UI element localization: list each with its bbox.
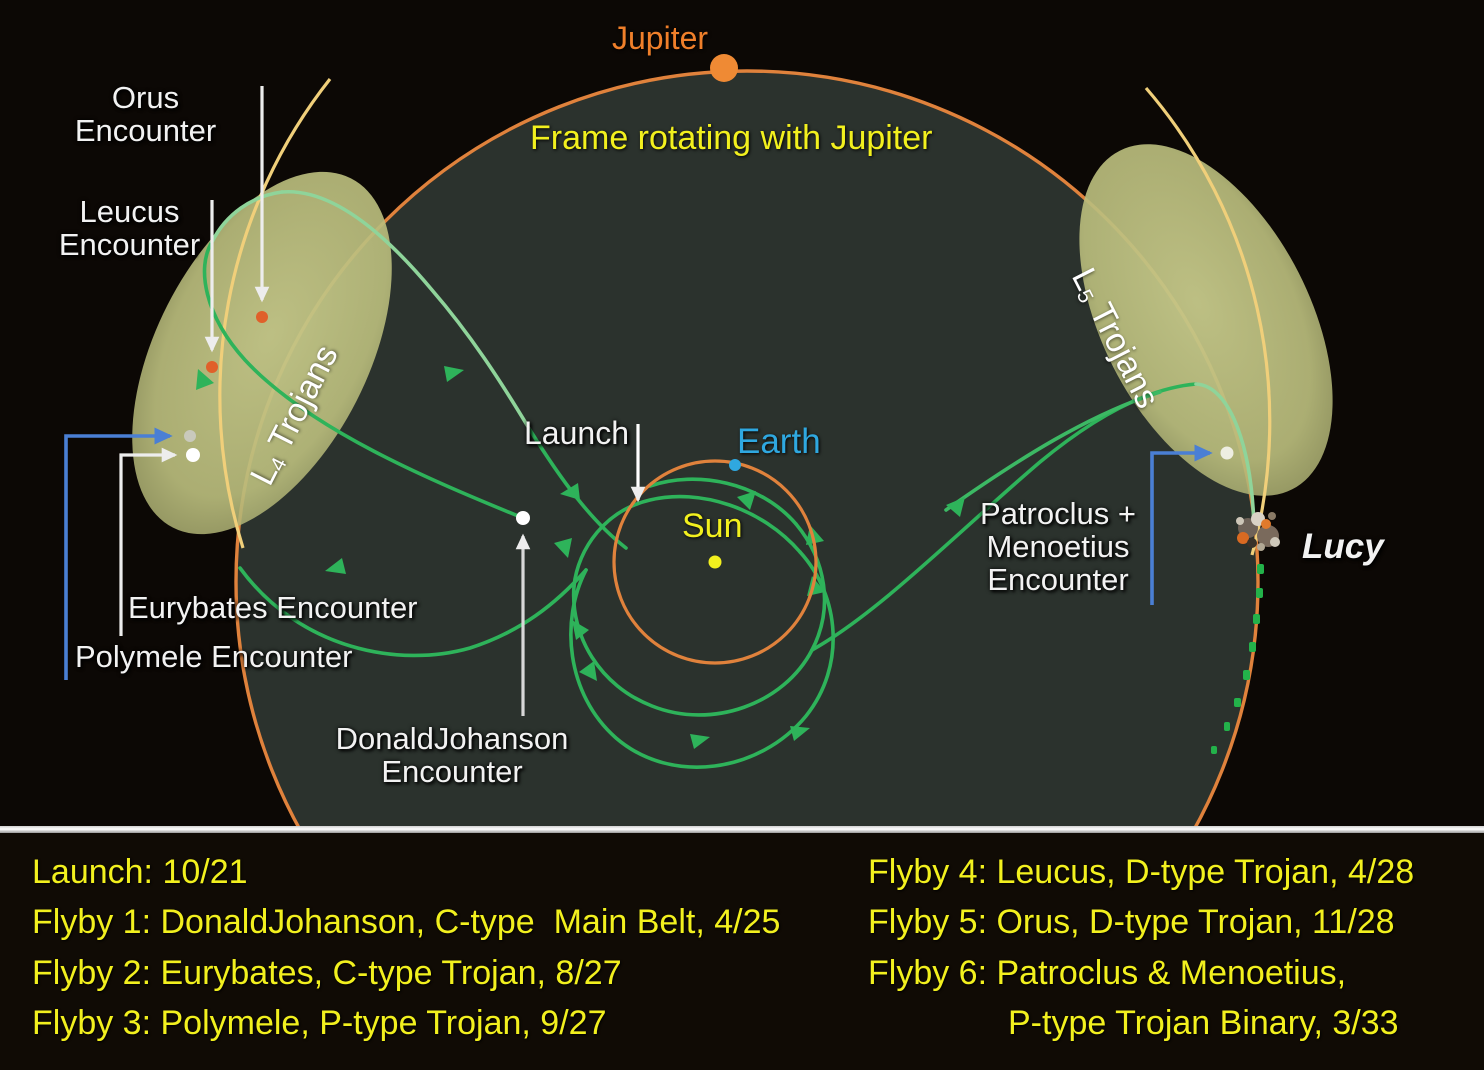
- jupiter-orbit-interior: [236, 71, 1258, 833]
- panel-divider: [0, 826, 1484, 833]
- legend-item: Flyby 2: Eurybates, C-type Trojan, 8/27: [32, 953, 622, 992]
- lucy-trajectory-path: [202, 190, 1256, 769]
- legend-item: Flyby 4: Leucus, D-type Trojan, 4/28: [868, 853, 1415, 891]
- eurybates-leader-line: [119, 447, 178, 636]
- jupiter-marker: [710, 54, 738, 82]
- orus-encounter-label: Orus Encounter: [74, 80, 217, 148]
- orus-encounter-marker: [256, 311, 268, 323]
- l5-swarm-arc: [1144, 86, 1272, 556]
- donaldjohanson-encounter-marker: [516, 511, 530, 525]
- diagram-panel: Orus Encounter Leucus Encounter Eurybate…: [58, 20, 1384, 833]
- polymele-encounter-label: Polymele Encounter: [75, 639, 353, 674]
- patroclus-menoetius-encounter-label: Patroclus + Menoetius Encounter: [980, 496, 1136, 597]
- frame-rotating-label: Frame rotating with Jupiter: [530, 119, 933, 157]
- polymele-encounter-marker: [184, 430, 196, 442]
- sun-label: Sun: [682, 507, 743, 545]
- eurybates-encounter-label: Eurybates Encounter: [128, 590, 418, 625]
- earth-orbit-path: [612, 459, 818, 665]
- launch-label: Launch: [524, 415, 629, 451]
- leucus-encounter-marker: [206, 361, 218, 373]
- l4-swarm-arc: [218, 78, 332, 549]
- leucus-encounter-label: Leucus Encounter: [58, 194, 201, 262]
- polymele-leader-line: [64, 427, 173, 680]
- legend-item: Flyby 6: Patroclus & Menoetius,: [868, 953, 1347, 992]
- legend-item: Launch: 10/21: [32, 853, 248, 891]
- legend-item: Flyby 5: Orus, D-type Trojan, 11/28: [868, 903, 1395, 942]
- patroclus-leader-line: [1150, 444, 1213, 605]
- legend-item: P-type Trojan Binary, 3/33: [1008, 1003, 1399, 1042]
- jupiter-label: Jupiter: [612, 20, 709, 56]
- earth-marker: [729, 459, 741, 471]
- sun-marker: [708, 555, 722, 569]
- trajectory-svg: [64, 54, 1333, 833]
- legend-item: Flyby 1: DonaldJohanson, C-type Main Bel…: [32, 903, 781, 942]
- legend-right-column: Flyby 4: Leucus, D-type Trojan, 4/28 Fly…: [868, 847, 1414, 1048]
- lucy-label: Lucy: [1302, 527, 1384, 566]
- legend-left-column: Launch: 10/21 Flyby 1: DonaldJohanson, C…: [32, 847, 780, 1048]
- l4-trojan-swarm: [132, 171, 392, 535]
- lucy-spacecraft-icon: [1236, 512, 1280, 551]
- eurybates-encounter-marker: [186, 448, 200, 462]
- earth-label: Earth: [737, 422, 821, 461]
- legend-item: Flyby 3: Polymele, P-type Trojan, 9/27: [32, 1003, 607, 1042]
- mission-events-legend: Launch: 10/21 Flyby 1: DonaldJohanson, C…: [0, 833, 1484, 1070]
- donaldjohanson-encounter-label: DonaldJohanson Encounter: [335, 721, 569, 789]
- jupiter-orbit-path: [234, 69, 1260, 833]
- patroclus-encounter-marker: [1220, 446, 1234, 460]
- lucy-motion-trail: [1211, 564, 1264, 754]
